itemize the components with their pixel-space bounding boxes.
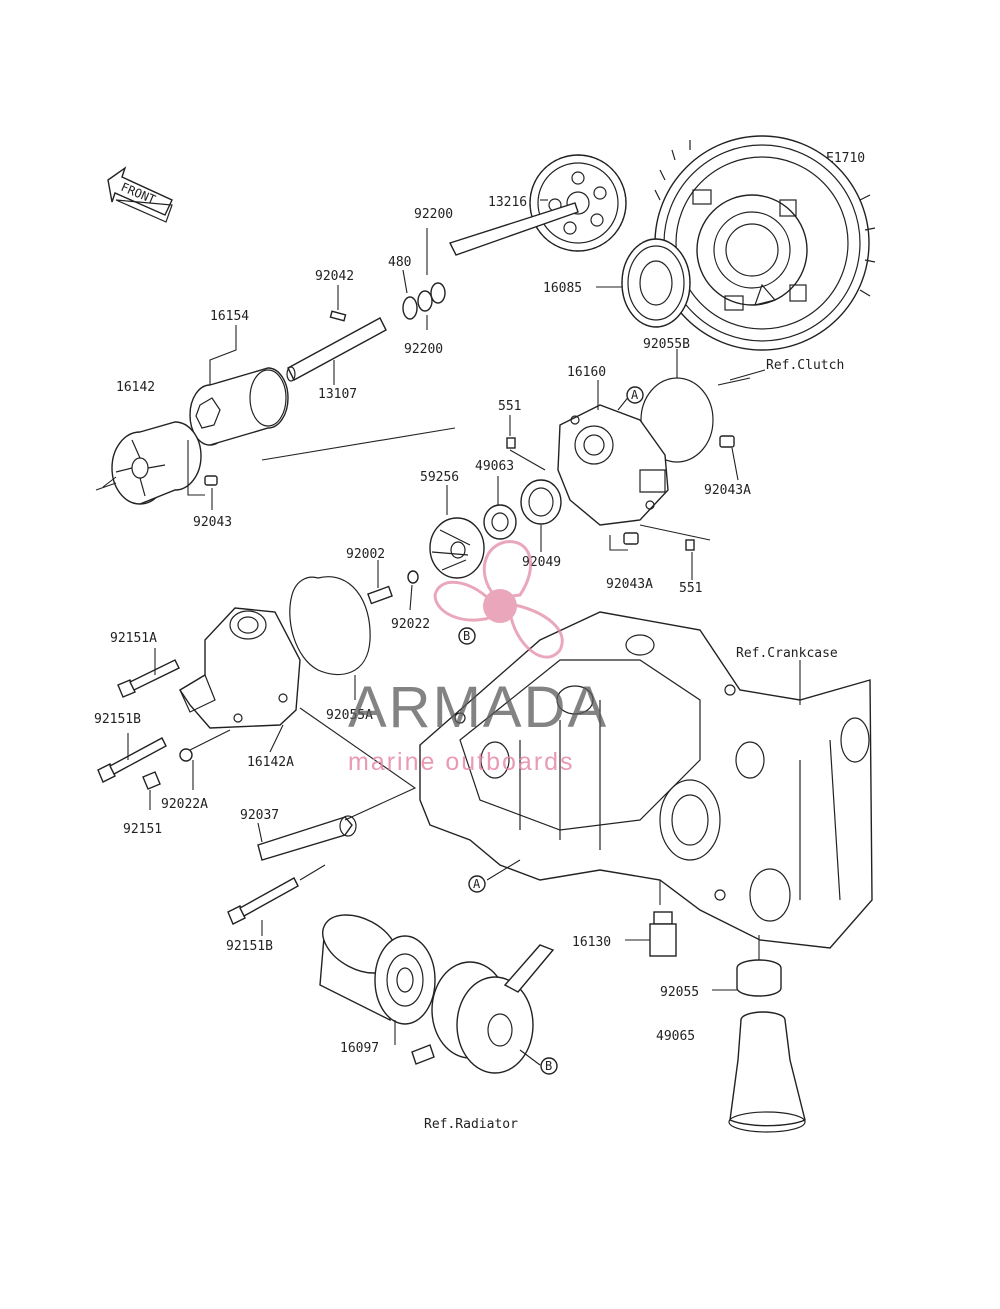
dowel-92043A-b	[623, 532, 639, 545]
label-92151B-a: 92151B	[94, 712, 141, 727]
svg-text:A: A	[473, 877, 481, 891]
front-arrow-icon: FRONT	[107, 166, 173, 223]
leader-lines	[95, 199, 801, 1066]
bolt-92151	[142, 771, 161, 790]
shaft-13216	[449, 202, 579, 256]
ref-crankcase: Ref.Crankcase	[736, 646, 838, 661]
bolt-92002	[367, 585, 393, 605]
circlip-480	[402, 296, 418, 320]
washer-92200-b	[430, 282, 446, 304]
pin-551-b	[685, 539, 695, 551]
seal-49063	[483, 504, 517, 540]
label-16142: 16142	[116, 380, 155, 395]
label-92151B-b: 92151B	[226, 939, 273, 954]
gear-13216	[529, 154, 627, 252]
label-92043: 92043	[193, 515, 232, 530]
label-92002: 92002	[346, 547, 385, 562]
pin-551-a	[506, 437, 516, 449]
fitting-16130	[649, 911, 677, 957]
svg-text:B: B	[463, 629, 470, 643]
crankcase	[419, 611, 873, 949]
propeller-logo-icon	[433, 540, 564, 659]
label-551-b: 551	[679, 581, 702, 596]
label-49063: 49063	[475, 459, 514, 474]
seal-92055	[736, 959, 782, 997]
label-92055B: 92055B	[643, 337, 690, 352]
label-92200-a: 92200	[414, 207, 453, 222]
label-16154: 16154	[210, 309, 249, 324]
clutch-housing	[654, 135, 876, 351]
watermark: ARMADA marine outboards	[348, 540, 608, 776]
oil-filter-16097	[319, 914, 436, 1025]
pump-body-16142A	[179, 607, 301, 729]
label-49065: 49065	[656, 1029, 695, 1044]
impeller-59256	[429, 517, 485, 579]
label-16085: 16085	[543, 281, 582, 296]
oil-cooler	[411, 944, 555, 1074]
ref-clutch: Ref.Clutch	[766, 358, 844, 373]
washer-92022	[407, 570, 419, 584]
pin-92043	[204, 475, 218, 486]
label-13216: 13216	[488, 195, 527, 210]
label-59256: 59256	[420, 470, 459, 485]
bolt-92151B-a	[97, 737, 167, 783]
pin-92042	[329, 310, 347, 322]
watermark-brand: ARMADA	[348, 675, 608, 740]
label-92037: 92037	[240, 808, 279, 823]
label-92043A-b: 92043A	[606, 577, 653, 592]
gear-16085	[621, 238, 691, 328]
callout-a-top: A	[626, 386, 644, 404]
label-92043A-a: 92043A	[704, 483, 751, 498]
label-92055A: 92055A	[326, 708, 373, 723]
label-92055: 92055	[660, 985, 699, 1000]
label-16097: 16097	[340, 1041, 379, 1056]
bolt-92151A	[117, 659, 180, 698]
rotor-16142	[111, 421, 202, 505]
label-92022A: 92022A	[161, 797, 208, 812]
callout-b-bottom: B	[540, 1057, 558, 1075]
label-92049: 92049	[522, 555, 561, 570]
pipe-92037	[257, 815, 357, 861]
washer-92022A	[179, 748, 193, 762]
label-480: 480	[388, 255, 411, 270]
label-92151A: 92151A	[110, 631, 157, 646]
bearing-92049	[520, 479, 562, 525]
pump-cover-16160	[557, 404, 669, 526]
label-92200-b: 92200	[404, 342, 443, 357]
ref-radiator: Ref.Radiator	[424, 1117, 518, 1132]
callout-a-bottom: A	[468, 875, 486, 893]
diagram-code: E1710	[826, 151, 865, 166]
o-ring-92055A	[289, 576, 371, 676]
svg-text:B: B	[545, 1059, 552, 1073]
label-92042: 92042	[315, 269, 354, 284]
label-16160: 16160	[567, 365, 606, 380]
dowel-92043A-a	[719, 435, 735, 448]
watermark-tagline: marine outboards	[348, 748, 575, 776]
bolt-92151B-b	[227, 877, 299, 925]
label-92151: 92151	[123, 822, 162, 837]
label-16130: 16130	[572, 935, 611, 950]
washer-92200-a	[417, 290, 433, 312]
shaft-13107	[287, 317, 387, 381]
strainer-49065	[728, 1011, 806, 1133]
label-92022: 92022	[391, 617, 430, 632]
label-551-a: 551	[498, 399, 521, 414]
label-16142A: 16142A	[247, 755, 294, 770]
rotor-16154	[189, 367, 289, 446]
callout-b-top: B	[458, 627, 476, 645]
svg-text:A: A	[631, 388, 639, 402]
label-13107: 13107	[318, 387, 357, 402]
